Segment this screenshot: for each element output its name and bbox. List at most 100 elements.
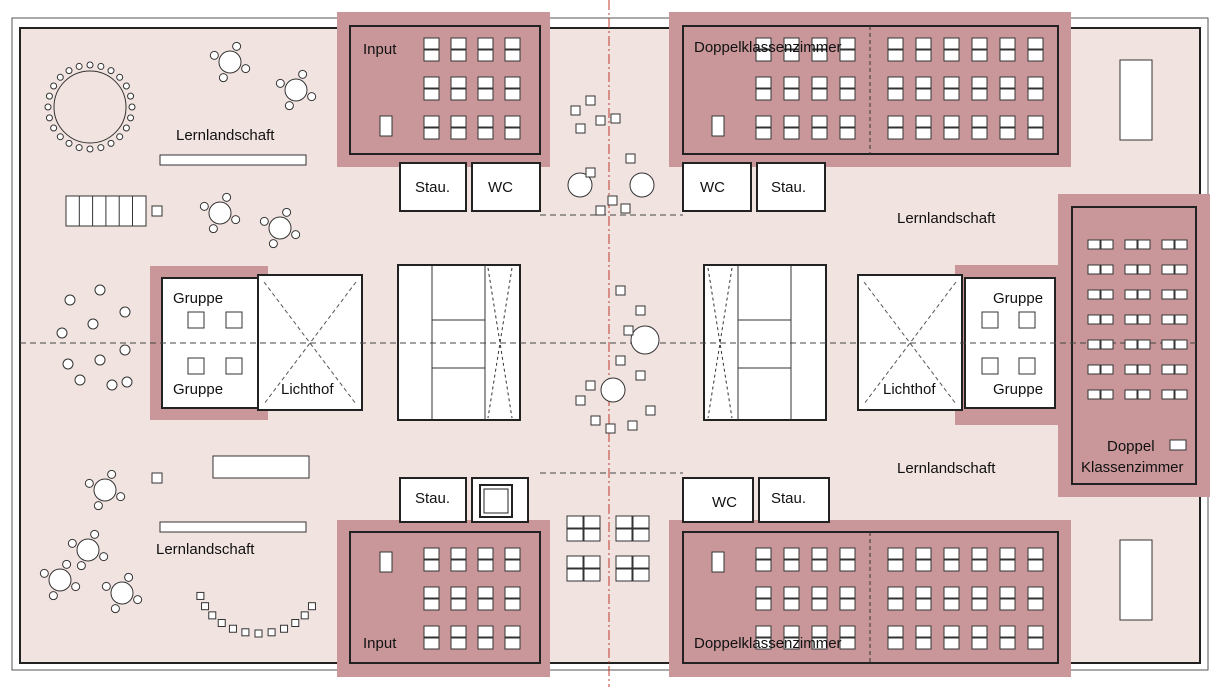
desk — [811, 625, 828, 638]
desk — [1027, 637, 1044, 650]
desk — [1087, 314, 1101, 325]
desk — [971, 115, 988, 128]
stool — [196, 591, 205, 600]
stool — [106, 379, 118, 391]
long-table — [212, 455, 310, 479]
desk — [1087, 339, 1101, 350]
stool — [605, 423, 616, 434]
desk — [450, 115, 467, 128]
desk — [1161, 364, 1175, 375]
seat — [75, 62, 83, 70]
desk — [971, 37, 988, 50]
desk — [971, 49, 988, 62]
desk — [1174, 239, 1188, 250]
label-stau-tl: Stau. — [415, 179, 450, 196]
desk — [999, 37, 1016, 50]
desk — [1027, 115, 1044, 128]
long-table — [1119, 539, 1153, 621]
stool — [575, 123, 586, 134]
desk — [504, 586, 521, 599]
desk — [450, 547, 467, 560]
round-table — [567, 172, 593, 198]
core — [397, 162, 830, 523]
stool — [99, 552, 109, 562]
round-table — [218, 50, 242, 74]
desk — [566, 568, 584, 582]
desk — [999, 76, 1016, 89]
group-table — [225, 357, 243, 375]
stool — [575, 395, 586, 406]
desk — [504, 598, 521, 611]
stool — [241, 628, 250, 637]
seat — [127, 92, 135, 100]
desk — [1161, 264, 1175, 275]
desk — [477, 76, 494, 89]
seat — [116, 133, 124, 141]
stool — [228, 624, 237, 633]
desk — [839, 127, 856, 140]
desk — [811, 88, 828, 101]
desk — [1087, 239, 1101, 250]
desk — [477, 49, 494, 62]
desk — [504, 115, 521, 128]
desk — [423, 115, 440, 128]
stool — [268, 239, 278, 249]
group-table — [981, 357, 999, 375]
desk — [943, 637, 960, 650]
desk — [915, 76, 932, 89]
round-table — [110, 581, 134, 605]
desk — [915, 37, 932, 50]
label-stau-br: Stau. — [771, 490, 806, 507]
desk — [1100, 314, 1114, 325]
desk — [1124, 239, 1138, 250]
desk — [915, 598, 932, 611]
stool — [209, 50, 219, 60]
desk — [450, 88, 467, 101]
desk — [423, 76, 440, 89]
desk — [943, 76, 960, 89]
desk — [583, 555, 601, 569]
desk — [477, 637, 494, 650]
desk — [1174, 264, 1188, 275]
desk — [943, 115, 960, 128]
label-wc-tl: WC — [488, 179, 513, 196]
shelf — [159, 521, 307, 533]
desk — [783, 127, 800, 140]
desk — [423, 88, 440, 101]
desk — [632, 528, 650, 542]
desk — [1137, 239, 1151, 250]
desk — [583, 515, 601, 529]
desk — [1027, 547, 1044, 560]
stool — [615, 285, 626, 296]
stool — [595, 205, 606, 216]
desk — [999, 598, 1016, 611]
label-doppel-right-2: Klassenzimmer — [1081, 459, 1184, 476]
desk — [811, 559, 828, 572]
label-doppel-right-1: Doppel — [1107, 438, 1155, 455]
label-stau-tr: Stau. — [771, 179, 806, 196]
desk — [839, 598, 856, 611]
desk — [755, 559, 772, 572]
round-table — [48, 568, 72, 592]
stool — [291, 230, 301, 240]
stool — [101, 581, 111, 591]
classrooms — [349, 25, 1197, 664]
desk — [1137, 364, 1151, 375]
seat — [45, 92, 53, 100]
desk — [943, 127, 960, 140]
desk — [839, 76, 856, 89]
label-input-top: Input — [363, 41, 397, 58]
stool — [307, 92, 317, 102]
desk — [477, 625, 494, 638]
stool — [645, 405, 656, 416]
shelf — [159, 154, 307, 166]
seat — [75, 144, 83, 152]
desk — [1161, 339, 1175, 350]
teacher-desk — [1169, 439, 1187, 451]
stool — [116, 492, 126, 502]
stool — [231, 215, 241, 225]
section-lines — [20, 214, 1200, 474]
desk — [1027, 49, 1044, 62]
desk — [477, 115, 494, 128]
stool — [199, 201, 209, 211]
